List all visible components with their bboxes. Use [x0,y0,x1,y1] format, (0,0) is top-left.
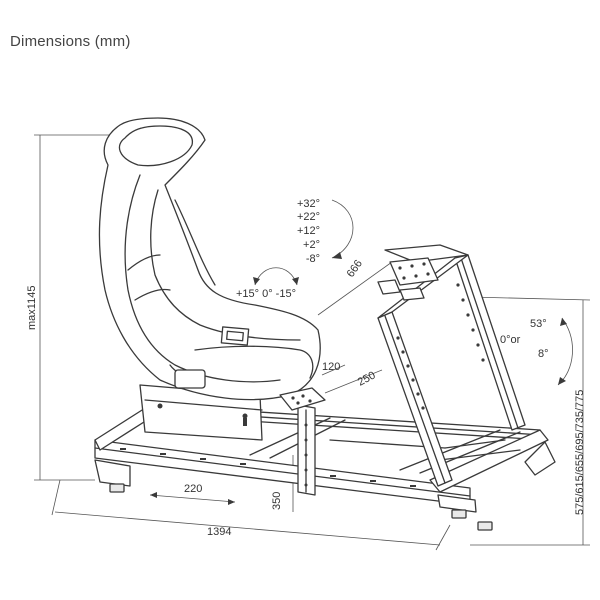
wheel-tilt-label-0: +32° [297,198,320,210]
wheel-upright [377,244,526,487]
seat-rail-width-label: 220 [184,483,202,495]
overall-length-label: 1394 [207,526,231,538]
wheel-height-label: 575/615/655/695/735/775 [574,390,586,515]
pedal-angle-label: +15° 0° -15° [236,288,296,300]
upright-angle-top-label: 53° [530,318,547,330]
wheel-tilt-label-1: +22° [297,211,320,223]
max-height-label: max1145 [26,286,38,330]
upright-angle-mid-label: 0°or [500,334,521,346]
pedal-height-label: 350 [271,492,283,510]
wheel-distance-label: 666 [345,258,365,280]
pedal-offset-label: 120 [322,361,340,373]
seat [98,117,321,441]
pedal-mount [279,387,326,496]
upright-angle-low-label: 8° [538,348,549,360]
page-title: Dimensions (mm) [10,33,131,50]
pedal-depth-label: 250 [356,369,378,388]
wheel-tilt-label-4: -8° [306,253,320,265]
wheel-tilt-label-3: +2° [303,239,320,251]
dimension-lines [34,134,591,551]
wheel-tilt-label-2: +12° [297,225,320,237]
